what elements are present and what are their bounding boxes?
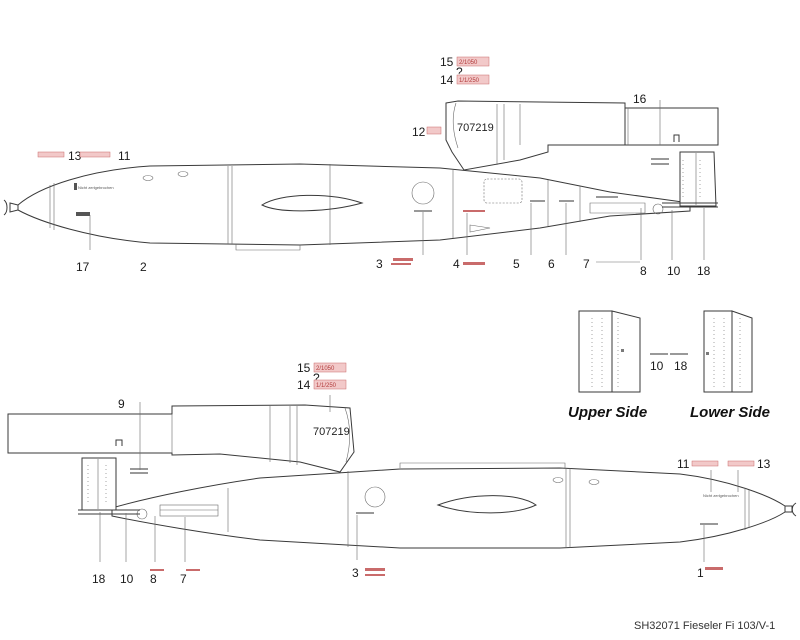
bottom-serial: 707219 bbox=[313, 426, 350, 438]
reference-code: SH32071 Fieseler Fi 103/V-1 bbox=[634, 620, 775, 632]
svg-text:2/1050: 2/1050 bbox=[316, 366, 335, 372]
bottom-engine-pod bbox=[7, 404, 355, 473]
callout-8b: 8 bbox=[150, 572, 157, 586]
callout-3b: 3 bbox=[352, 566, 359, 580]
top-serial: 707219 bbox=[457, 122, 494, 134]
rudder-callout-18: 18 bbox=[674, 359, 688, 373]
bottom-wing-root bbox=[436, 495, 537, 514]
callout-1b: 1 bbox=[697, 566, 704, 580]
callout-question-b: ? bbox=[313, 371, 320, 385]
svg-text:1/1/250: 1/1/250 bbox=[459, 78, 480, 84]
rudder-callout-10: 10 bbox=[650, 359, 664, 373]
top-wing-root bbox=[261, 194, 364, 212]
rudder-detail: 10 18 Upper Side Lower Side bbox=[568, 310, 770, 421]
callout-8: 8 bbox=[640, 264, 647, 278]
rudder-lower bbox=[703, 310, 753, 393]
callout-4: 4 bbox=[453, 257, 460, 271]
bottom-leaders bbox=[99, 395, 739, 562]
bottom-view: 707219 Nicht zerlgebrochen 9 15 ? 14 18 … bbox=[7, 361, 797, 586]
svg-text:1/1/250: 1/1/250 bbox=[316, 383, 337, 389]
callout-6: 6 bbox=[548, 257, 555, 271]
svg-text:2/1050: 2/1050 bbox=[459, 60, 478, 66]
callout-18: 18 bbox=[697, 264, 711, 278]
lower-side-label: Lower Side bbox=[690, 404, 770, 421]
callout-2: 2 bbox=[140, 260, 147, 274]
top-red-stencils: 2/1050 1/1/250 bbox=[37, 56, 490, 265]
callout-12: 12 bbox=[412, 125, 426, 139]
upper-side-label: Upper Side bbox=[568, 404, 647, 421]
callout-14: 14 bbox=[440, 73, 454, 87]
callout-10b: 10 bbox=[120, 572, 134, 586]
callout-11b: 11 bbox=[677, 457, 690, 471]
callout-5: 5 bbox=[513, 257, 520, 271]
bottom-compass-hatch bbox=[364, 486, 386, 508]
callout-11: 11 bbox=[118, 149, 131, 163]
bottom-stencil-label: Nicht zerlgebrochen bbox=[703, 493, 739, 498]
bottom-callouts: 9 15 ? 14 18 10 8 7 3 11 13 1 bbox=[92, 361, 771, 586]
top-stencil-label: Nicht zerlgebrochen bbox=[78, 185, 114, 190]
top-view: 707219 Nicht zerlgebrochen 13 11 17 2 12… bbox=[3, 55, 719, 278]
callout-question: ? bbox=[456, 65, 463, 79]
callout-10: 10 bbox=[667, 264, 681, 278]
callout-13: 13 bbox=[68, 149, 82, 163]
callout-15b: 15 bbox=[297, 361, 311, 375]
callout-3: 3 bbox=[376, 257, 383, 271]
callout-7b: 7 bbox=[180, 572, 187, 586]
callout-14b: 14 bbox=[297, 378, 311, 392]
callout-13b: 13 bbox=[757, 457, 771, 471]
callout-18b: 18 bbox=[92, 572, 106, 586]
top-compass-hatch bbox=[411, 181, 435, 205]
top-fuselage bbox=[17, 163, 691, 246]
top-leaders bbox=[89, 100, 705, 263]
callout-17: 17 bbox=[76, 260, 90, 274]
callout-7: 7 bbox=[583, 257, 590, 271]
rudder-upper bbox=[578, 310, 641, 393]
top-callouts: 13 11 17 2 12 15 ? 14 3 4 5 6 7 8 10 18 … bbox=[68, 55, 711, 278]
callout-15: 15 bbox=[440, 55, 454, 69]
top-engine-pod bbox=[445, 100, 719, 171]
bottom-red-stencils: 2/1050 1/1/250 bbox=[150, 362, 755, 576]
callout-16: 16 bbox=[633, 92, 647, 106]
callout-9: 9 bbox=[118, 397, 125, 411]
